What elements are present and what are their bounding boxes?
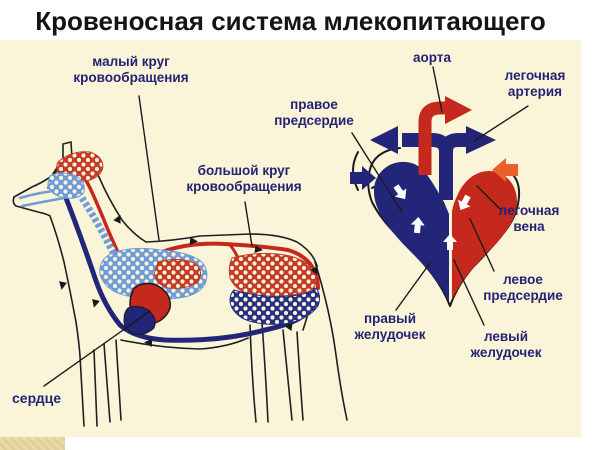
label-left-atrium: левое предсердие — [483, 272, 563, 304]
label-connector-lines — [43, 66, 529, 387]
label-pulmonary-circuit: малый круг кровообращения — [73, 54, 189, 86]
heart-left-side-red — [452, 170, 517, 300]
line-left-ventricle — [453, 259, 485, 326]
line-pulmonary-vein — [476, 185, 501, 210]
aorta-arch — [418, 101, 447, 175]
label-left-ventricle: левый желудочек — [470, 329, 542, 361]
dog-vein-loop — [59, 185, 303, 343]
pulmonary-artery-right-branch — [439, 133, 468, 153]
dog-neck-segmented-vessel-stripes — [71, 183, 122, 264]
line-right-ventricle — [395, 262, 431, 311]
aorta-arrow — [445, 96, 472, 124]
dog-figure — [12, 141, 348, 427]
pulmonary-artery-right-arrow — [466, 126, 496, 154]
line-aorta — [432, 66, 443, 113]
line-left-atrium — [469, 218, 495, 272]
slide-accent-strip — [0, 437, 65, 450]
vena-cava-arrow — [350, 166, 376, 190]
abdomen-capillary-mesh-navy — [229, 287, 321, 325]
dog-outline — [12, 141, 348, 427]
pulmonary-vein-arrow — [492, 158, 518, 182]
line-heart — [43, 310, 151, 387]
line-systemic-circuit — [244, 201, 253, 247]
line-right-atrium — [351, 132, 403, 213]
page-title: Кровеносная система млекопитающего — [35, 6, 546, 36]
line-pulmonary-artery — [473, 105, 529, 142]
head-capillary-mesh-blue — [47, 172, 85, 199]
heart-figure — [350, 96, 521, 307]
label-right-atrium: правое предсердие — [274, 97, 354, 129]
line-pulmonary-circuit — [138, 95, 160, 241]
flow-arrows — [59, 214, 318, 347]
label-pulmonary-artery: легочная артерия — [504, 68, 566, 100]
label-aorta: аорта — [413, 50, 451, 65]
pulmonary-artery-left-arrow — [370, 126, 398, 154]
label-right-ventricle: правый желудочек — [354, 311, 426, 343]
label-systemic-circuit: большой круг кровообращения — [186, 163, 302, 195]
label-pulmonary-vein: легочная вена — [498, 203, 560, 235]
label-heart: сердце — [12, 390, 62, 406]
lung-capillary-mesh-red — [153, 258, 202, 289]
heart-internal-flow-arrows — [393, 184, 471, 250]
heart-right-side-blue — [373, 161, 449, 302]
